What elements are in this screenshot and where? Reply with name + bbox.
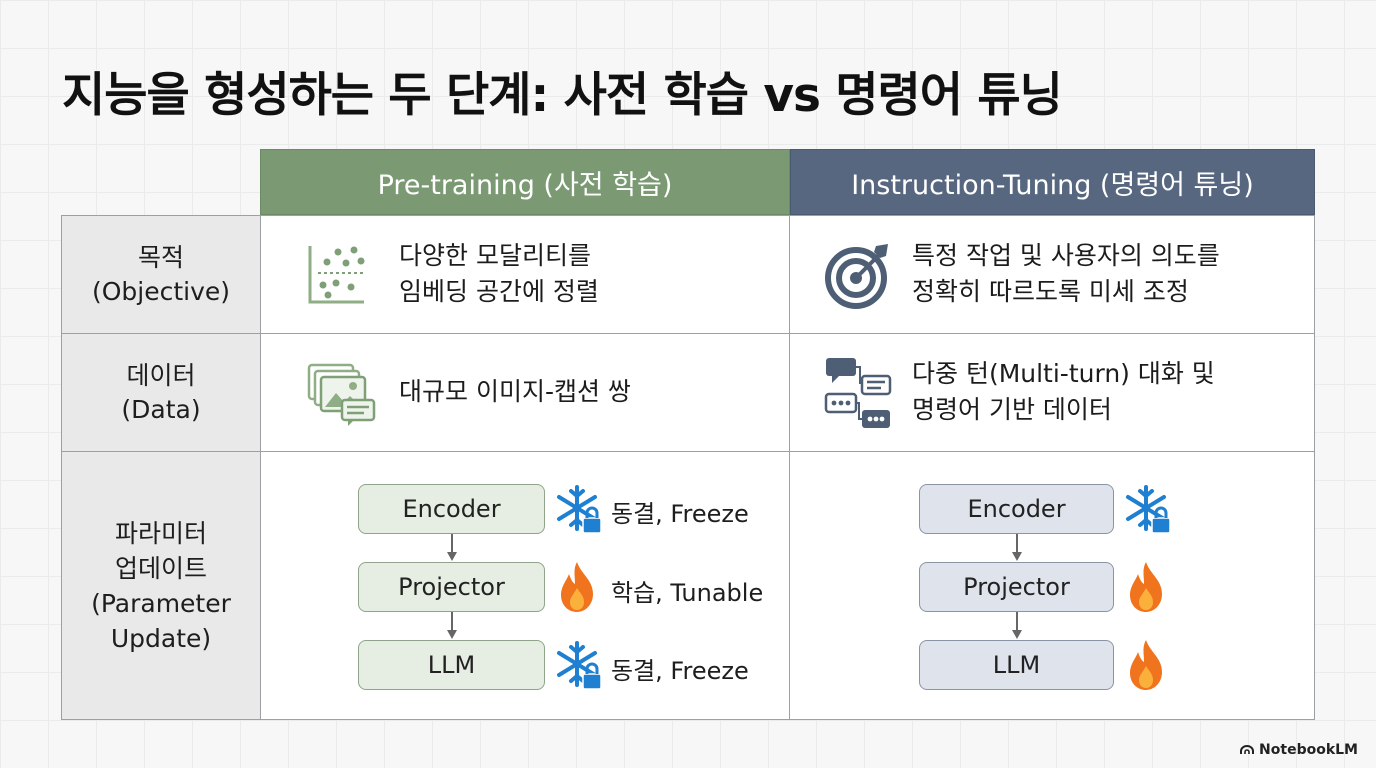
row-label-objective: 목적 (Objective) bbox=[61, 215, 261, 334]
snowflake-lock-icon bbox=[1126, 485, 1171, 534]
target-icon bbox=[825, 244, 888, 309]
image-caption-icon bbox=[307, 363, 376, 426]
snowflake-lock-icon bbox=[557, 641, 602, 690]
pretraining-projector-box: Projector bbox=[358, 562, 545, 612]
data-instruction-line1: 다중 턴(Multi-turn) 대화 및 bbox=[912, 359, 1215, 388]
pretraining-encoder-box: Encoder bbox=[358, 484, 545, 534]
data-instruction-line2: 명령어 기반 데이터 bbox=[912, 394, 1112, 424]
row-label-param-l4: Update) bbox=[110, 623, 212, 653]
row-label-param-l3: (Parameter bbox=[91, 588, 231, 618]
chat-bubbles-icon bbox=[824, 358, 892, 428]
objective-pretraining-line1: 다양한 모달리티를 bbox=[399, 241, 591, 270]
instruction-encoder-box: Encoder bbox=[919, 484, 1114, 534]
pretraining-llm-box: LLM bbox=[358, 640, 545, 690]
flame-icon bbox=[561, 562, 593, 612]
cell-data-pretraining: 대규모 이미지-캡션 쌍 bbox=[260, 333, 790, 452]
cell-objective-instruction: 특정 작업 및 사용자의 의도를 정확히 따르도록 미세 조정 bbox=[789, 215, 1315, 334]
arrow-down-icon bbox=[1012, 534, 1022, 561]
brand-watermark: NotebookLM bbox=[1240, 742, 1358, 758]
arrow-down-icon bbox=[447, 534, 457, 561]
row-label-objective-ko: 목적 bbox=[137, 242, 184, 272]
flame-icon bbox=[1130, 640, 1162, 690]
flame-icon bbox=[1130, 562, 1162, 612]
row-label-data: 데이터 (Data) bbox=[61, 333, 261, 452]
page-title: 지능을 형성하는 두 단계: 사전 학습 vs 명령어 튜닝 bbox=[62, 68, 1063, 123]
arrow-down-icon bbox=[1012, 612, 1022, 639]
column-header-instruction-tuning: Instruction-Tuning (명령어 튜닝) bbox=[790, 149, 1315, 215]
row-label-data-ko: 데이터 bbox=[126, 360, 196, 390]
objective-instruction-line2: 정확히 따르도록 미세 조정 bbox=[912, 276, 1189, 306]
notebooklm-logo-icon bbox=[1240, 745, 1255, 754]
row-label-objective-en: (Objective) bbox=[91, 276, 231, 306]
instruction-projector-box: Projector bbox=[919, 562, 1114, 612]
pretraining-projector-status: 학습, Tunable bbox=[611, 579, 764, 607]
brand-label: NotebookLM bbox=[1259, 742, 1358, 758]
data-pretraining-line1: 대규모 이미지-캡션 쌍 bbox=[399, 377, 631, 406]
row-label-param-l2: 업데이트 bbox=[114, 553, 207, 583]
objective-pretraining-line2: 임베딩 공간에 정렬 bbox=[399, 276, 599, 306]
arrow-down-icon bbox=[447, 612, 457, 639]
instruction-llm-box: LLM bbox=[919, 640, 1114, 690]
scatter-plot-icon bbox=[308, 246, 366, 304]
pretraining-llm-status: 동결, Freeze bbox=[611, 657, 749, 685]
row-label-param-l1: 파라미터 bbox=[114, 518, 207, 548]
pretraining-encoder-status: 동결, Freeze bbox=[611, 500, 749, 528]
cell-objective-pretraining: 다양한 모달리티를 임베딩 공간에 정렬 bbox=[260, 215, 790, 334]
objective-instruction-line1: 특정 작업 및 사용자의 의도를 bbox=[912, 241, 1220, 270]
cell-data-instruction: 다중 턴(Multi-turn) 대화 및 명령어 기반 데이터 bbox=[789, 333, 1315, 452]
cell-params-instruction: Encoder Projector LLM bbox=[789, 451, 1315, 720]
row-label-data-en: (Data) bbox=[121, 394, 201, 424]
column-header-pretraining: Pre-training (사전 학습) bbox=[260, 149, 790, 215]
cell-params-pretraining: Encoder Projector LLM 동결, Freeze 학습, Tun… bbox=[260, 451, 790, 720]
snowflake-lock-icon bbox=[557, 485, 602, 534]
row-label-parameter-update: 파라미터 업데이트 (Parameter Update) bbox=[61, 451, 261, 720]
